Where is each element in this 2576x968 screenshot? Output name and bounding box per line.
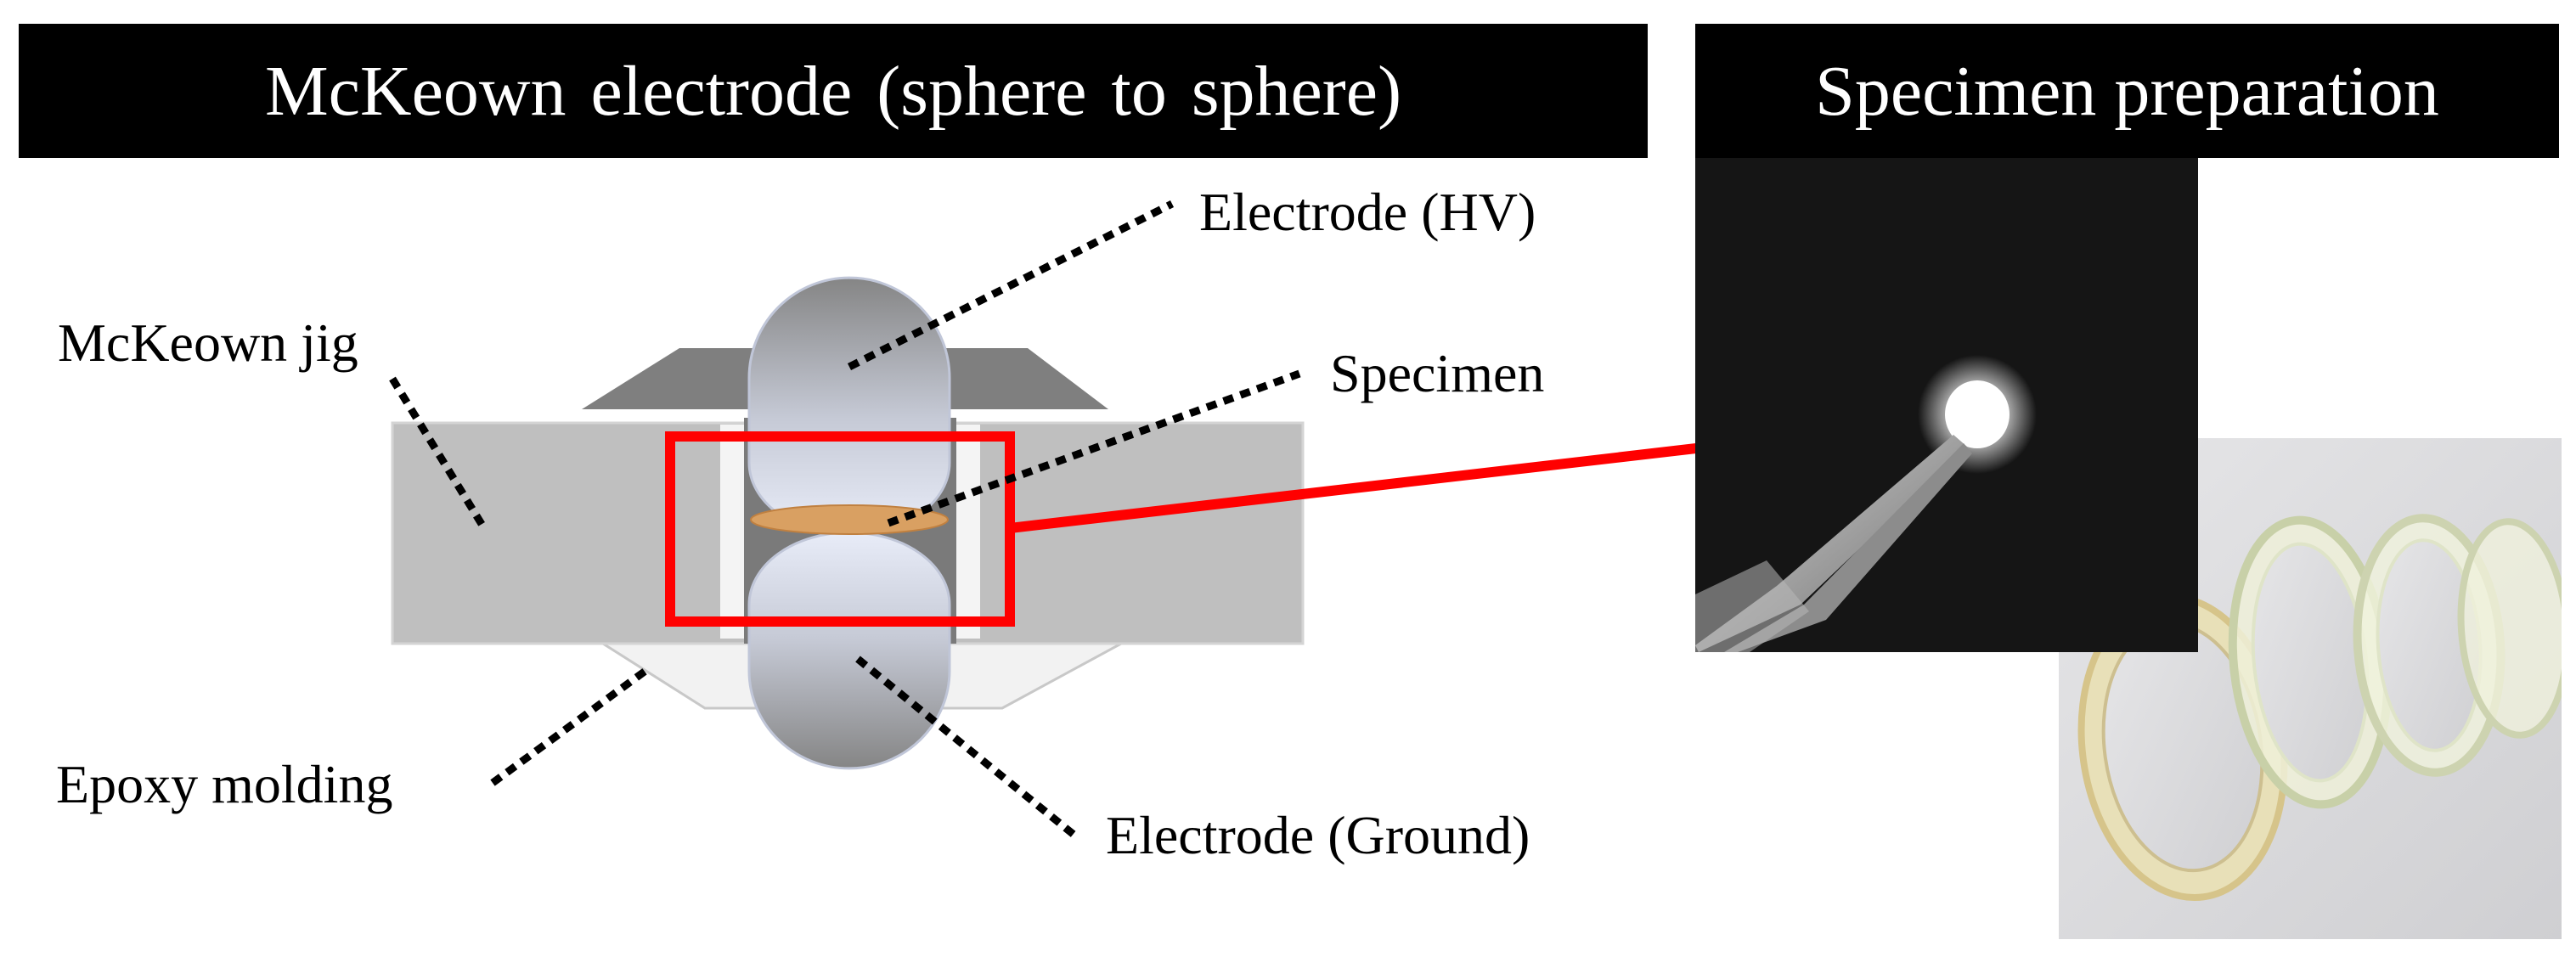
label-electrode-hv: Electrode (HV)	[1199, 182, 1536, 242]
panel-title-right: Specimen preparation	[1695, 24, 2559, 158]
channel-wall-left	[720, 425, 744, 639]
leader-jig	[389, 376, 488, 531]
label-epoxy-molding: Epoxy molding	[56, 754, 393, 814]
leader-specimen	[887, 369, 1301, 527]
channel-wall-right	[956, 425, 980, 639]
label-mckeown-jig: McKeown jig	[58, 312, 358, 373]
specimen-photo-disc	[1945, 380, 2010, 448]
leader-hv	[847, 200, 1175, 371]
electrode-ground	[747, 531, 951, 770]
highlight-box	[665, 431, 1015, 627]
panel-title-left: McKeown electrode (sphere to sphere)	[19, 24, 1648, 158]
leader-lines	[389, 200, 1301, 841]
leader-epoxy	[490, 667, 648, 786]
leader-ground	[855, 656, 1079, 841]
label-electrode-ground: Electrode (Ground)	[1106, 805, 1530, 865]
arrow-shaft	[1009, 428, 1829, 533]
label-specimen: Specimen	[1330, 343, 1545, 403]
electrode-hv	[747, 276, 951, 537]
specimen-disc	[750, 504, 949, 535]
photo-tweezers-specimen	[1695, 158, 2198, 652]
